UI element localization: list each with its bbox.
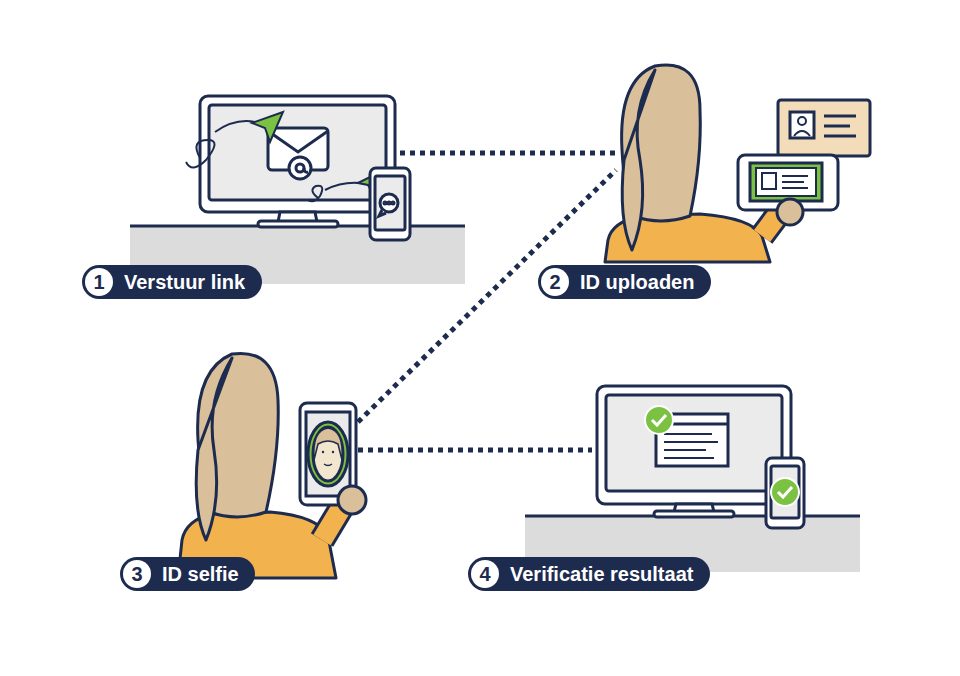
phone-selfie xyxy=(314,428,342,460)
callout-number: 4 xyxy=(479,563,490,585)
phone xyxy=(392,202,394,204)
phone-with-id xyxy=(756,168,816,196)
id-card xyxy=(824,125,850,128)
step-title: Verstuur link xyxy=(124,265,245,299)
woman-figure xyxy=(622,70,655,250)
phone-selfie xyxy=(324,464,332,466)
phone-selfie xyxy=(306,412,350,496)
step-number-circle: 4 xyxy=(471,560,499,588)
id-card xyxy=(798,117,806,125)
callout-number: 3 xyxy=(131,563,142,585)
step-label: ID uploaden 2 xyxy=(538,265,711,299)
paper-plane xyxy=(308,186,322,202)
check-icon xyxy=(645,406,673,434)
monitor xyxy=(258,221,338,227)
phone xyxy=(766,458,804,528)
paper-plane xyxy=(186,140,215,168)
step-title: ID selfie xyxy=(162,557,239,591)
step-label: ID selfie 3 xyxy=(120,557,255,591)
phone-selfie xyxy=(308,422,348,486)
phone-with-id xyxy=(738,155,838,225)
id-card xyxy=(778,100,870,156)
phone-selfie xyxy=(322,451,324,453)
monitor xyxy=(606,395,782,491)
dotted-connector xyxy=(358,153,618,450)
monitor xyxy=(664,449,706,451)
paper-plane xyxy=(186,121,367,201)
woman-figure xyxy=(178,353,346,578)
phone xyxy=(370,168,410,240)
id-card xyxy=(824,135,856,138)
envelope-icon xyxy=(268,128,328,179)
phone xyxy=(771,466,799,518)
dotted-connector xyxy=(358,448,592,453)
monitor xyxy=(200,96,395,212)
id-card xyxy=(790,112,814,138)
envelope-icon xyxy=(268,131,328,152)
check-icon xyxy=(771,478,799,506)
callout-number: 2 xyxy=(549,271,560,293)
monitor xyxy=(597,386,791,504)
phone-selfie xyxy=(313,427,343,481)
phone xyxy=(379,210,386,216)
monitor xyxy=(597,386,791,517)
monitor xyxy=(654,511,734,517)
id-card xyxy=(824,115,856,118)
check-icon xyxy=(778,487,792,497)
check-icon xyxy=(645,406,799,506)
phone xyxy=(370,168,410,240)
monitor xyxy=(664,457,714,459)
monitor xyxy=(664,441,718,443)
phone-with-id xyxy=(782,187,808,189)
monitor xyxy=(664,433,712,435)
phone-with-id xyxy=(782,181,804,183)
phone xyxy=(380,194,398,212)
step-number-circle: 2 xyxy=(541,268,569,296)
phone-with-id xyxy=(762,173,776,189)
phone xyxy=(375,176,405,230)
phone xyxy=(766,458,804,528)
phone-selfie xyxy=(300,403,366,514)
monitor xyxy=(200,96,395,227)
id-card xyxy=(794,131,810,136)
callout-number: 1 xyxy=(93,271,104,293)
envelope-icon xyxy=(304,168,308,172)
paper-plane-icon xyxy=(252,112,283,142)
phone-with-id xyxy=(750,163,822,201)
step-title: Verificatie resultaat xyxy=(510,557,693,591)
step-label: Verstuur link 1 xyxy=(82,265,262,299)
paper-plane xyxy=(215,121,255,132)
phone-with-id xyxy=(782,175,808,177)
phone xyxy=(384,202,386,204)
phone-with-id xyxy=(777,199,803,225)
check-icon xyxy=(652,415,666,425)
step-label: Verificatie resultaat 4 xyxy=(468,557,710,591)
phone xyxy=(388,202,390,204)
step-number-circle: 1 xyxy=(85,268,113,296)
envelope-icon xyxy=(289,157,311,179)
phone-selfie xyxy=(338,486,366,514)
step-number-circle: 3 xyxy=(123,560,151,588)
id-card xyxy=(778,100,870,156)
step-title: ID uploaden xyxy=(580,265,694,299)
monitor xyxy=(209,105,386,200)
woman-figure xyxy=(196,358,232,540)
dotted-connector xyxy=(400,151,618,156)
phone-selfie xyxy=(332,451,334,453)
paper-plane-icon xyxy=(252,112,380,196)
